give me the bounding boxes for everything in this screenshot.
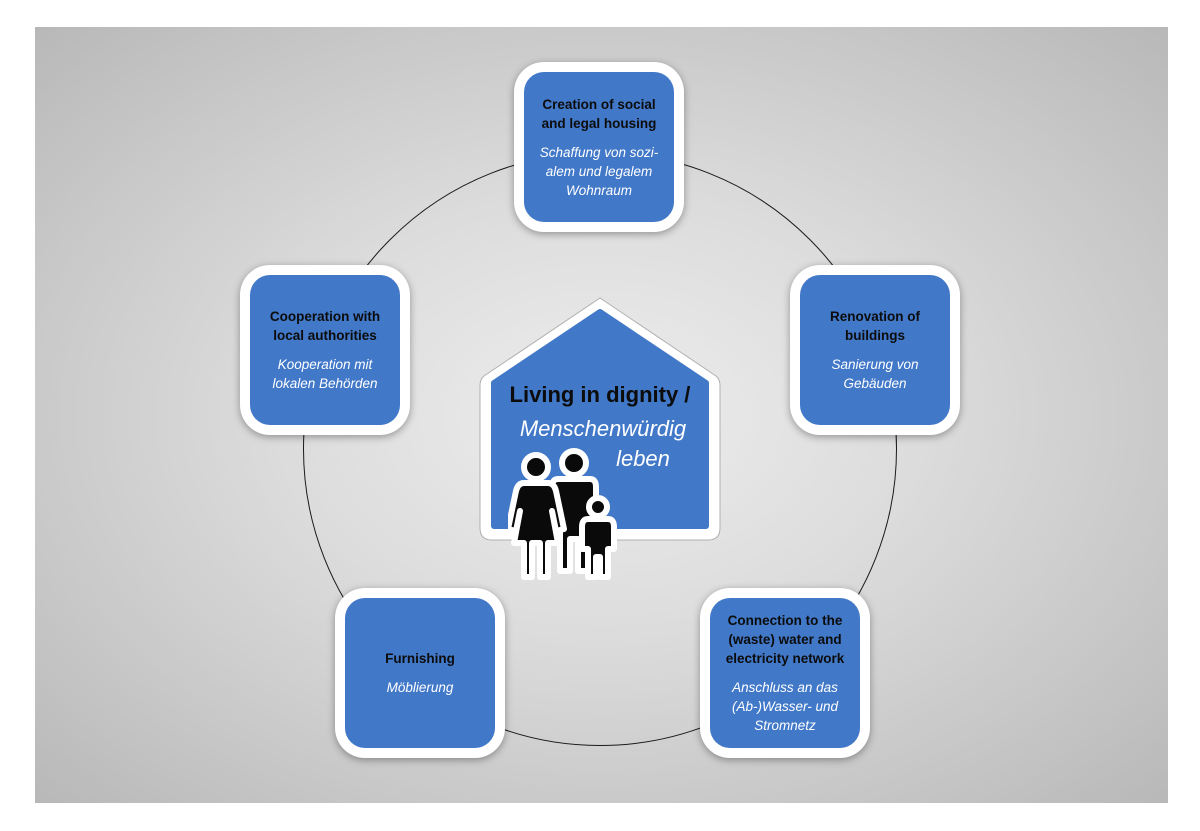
center-subtitle: Menschenwürdig leben [498, 414, 708, 474]
node-housing-label-de: Schaffung von sozi- alem und legalem Woh… [539, 144, 659, 198]
center-subtitle-line1: Menschenwürdig [519, 416, 687, 441]
node-connection: Connection to the (waste) water and elec… [700, 588, 870, 758]
center-title: Living in dignity / [509, 382, 691, 407]
node-housing-label-en: Creation of social and legal housing [541, 96, 657, 131]
node-cooperation: Cooperation with local authorities Koope… [240, 265, 410, 435]
node-furnishing-label-en: Furnishing [385, 651, 455, 666]
node-connection-body: Connection to the (waste) water and elec… [710, 598, 860, 748]
node-furnishing-label-de: Möblierung [386, 680, 454, 695]
family-icon [508, 448, 617, 580]
node-furnishing-body: Furnishing Möblierung [345, 598, 495, 748]
node-cooperation-body: Cooperation with local authorities Koope… [250, 275, 400, 425]
node-cooperation-label-de: Kooperation mit lokalen Behörden [272, 357, 378, 391]
node-renovation-body: Renovation of buildings Sanierung von Ge… [800, 275, 950, 425]
node-renovation-label-en: Renovation of buildings [830, 309, 920, 343]
node-cooperation-label-en: Cooperation with local authorities [269, 309, 381, 343]
node-housing-body: Creation of social and legal housing Sch… [524, 72, 674, 222]
node-housing: Creation of social and legal housing Sch… [514, 62, 684, 232]
node-furnishing: Furnishing Möblierung [335, 588, 505, 758]
node-renovation: Renovation of buildings Sanierung von Ge… [790, 265, 960, 435]
node-connection-label-en: Connection to the (waste) water and elec… [725, 613, 845, 666]
center-subtitle-line2: leben [616, 446, 670, 471]
node-connection-label-de: Anschluss an das (Ab-)Wasser- und Stromn… [731, 680, 839, 733]
node-renovation-label-de: Sanierung von Gebäuden [831, 357, 919, 391]
